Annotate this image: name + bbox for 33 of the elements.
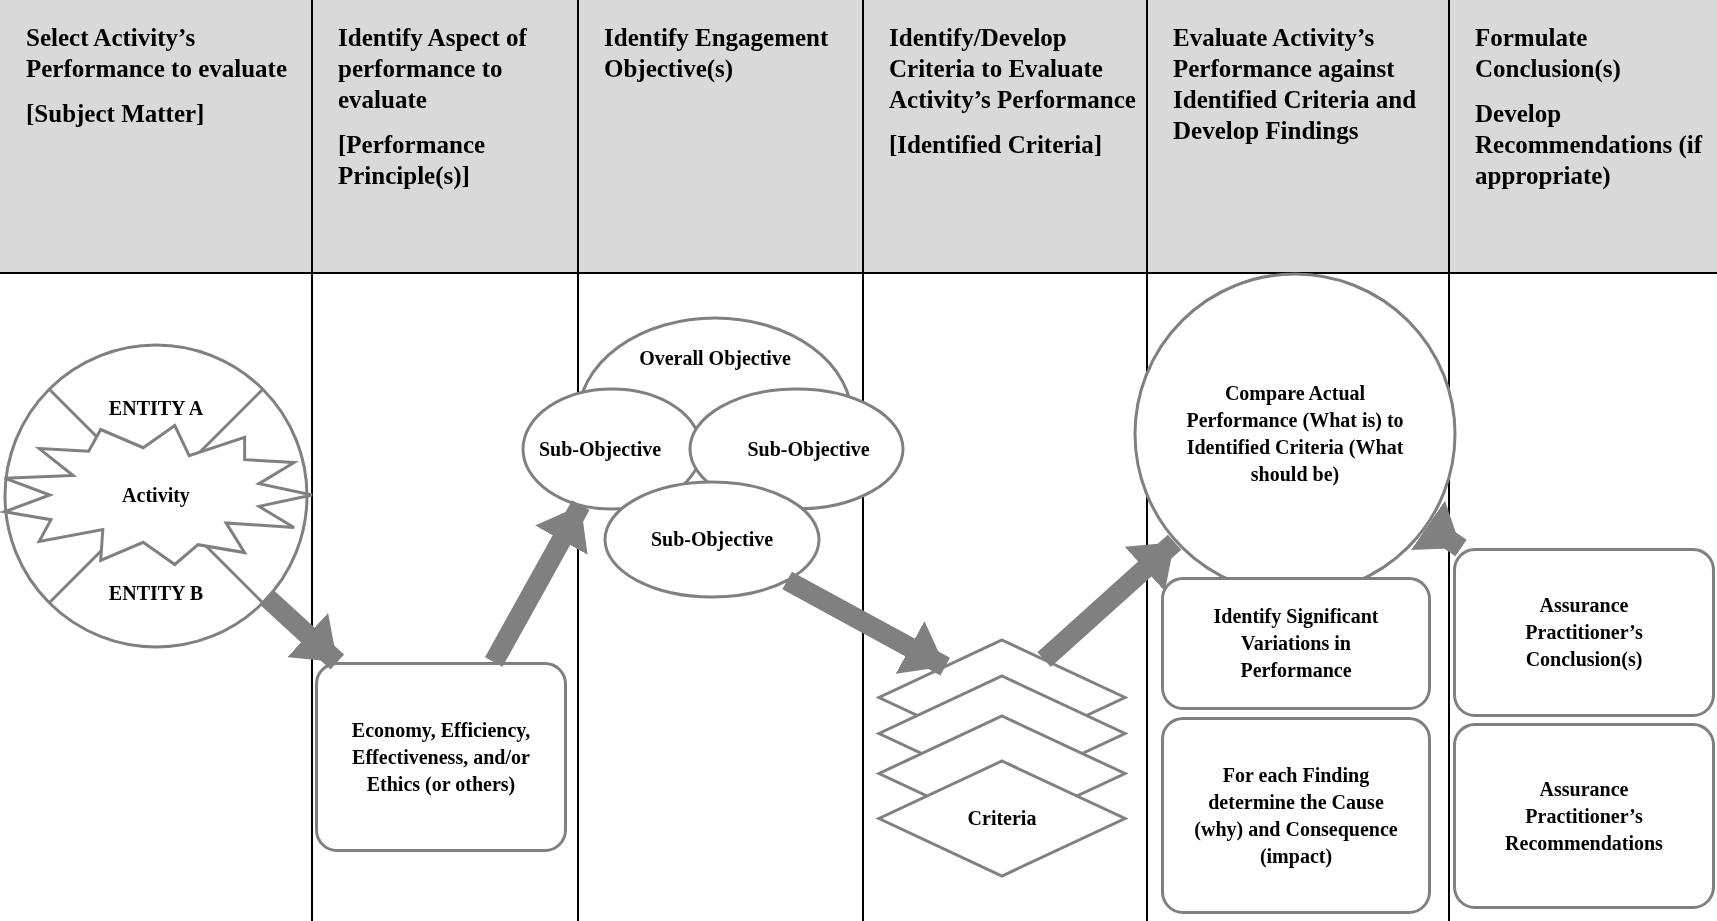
column-heading: Identify Engagement Objective(s) (604, 23, 830, 84)
node-label: Economy, Efficiency, Effectiveness, and/or Ethics (or others) (350, 717, 532, 798)
node-label: Activity (122, 482, 190, 509)
node-label: Identify Significant Variations in Performance (1212, 604, 1380, 683)
block-arrow (782, 571, 950, 676)
node-label: Sub-Objective (747, 436, 870, 463)
node-label: ENTITY A (108, 396, 204, 421)
column-heading: Select Activity’s Performance to evaluate (26, 23, 288, 84)
column-heading: Formulate Conclusion(s) (1475, 23, 1622, 84)
node-label: Sub-Objective (538, 436, 662, 463)
column-subheading: Develop Recommendations (if appropriate) (1475, 99, 1704, 191)
node-label: For each Finding determine the Cause (why) and Consequence (impact) (1193, 762, 1399, 870)
rounded-box (315, 662, 567, 852)
rounded-box (1161, 577, 1431, 710)
node-label: Assurance Practitioner’s Recommendations (1504, 776, 1664, 856)
rounded-box (1161, 717, 1431, 914)
column-subheading: [Performance Principle(s)] (338, 130, 487, 191)
column-heading: Identify/Develop Criteria to Evaluate Activity’s Performance (889, 23, 1137, 115)
block-arrow (485, 500, 590, 667)
node-label: ENTITY B (108, 581, 204, 606)
column-subheading: [Subject Matter] (26, 99, 205, 129)
node-label: Overall Objective (639, 345, 791, 372)
block-arrow (1037, 534, 1182, 668)
node-label: Assurance Practitioner’s Conclusion(s) (1524, 593, 1644, 673)
node-label: Sub-Objective (650, 527, 774, 553)
rounded-box (1453, 548, 1715, 717)
column-subheading: [Identified Criteria] (889, 130, 1103, 160)
column-heading: Evaluate Activity’s Performance against Identified Criteria and Develop Findings (1173, 23, 1418, 146)
node-label: Compare Actual Performance (What is) to Identified Criteria (What should be) (1185, 381, 1405, 488)
block-arrow (1411, 500, 1467, 557)
block-arrow (260, 590, 345, 670)
rounded-box (1453, 723, 1715, 909)
column-heading: Identify Aspect of performance to evaluate (338, 23, 528, 115)
